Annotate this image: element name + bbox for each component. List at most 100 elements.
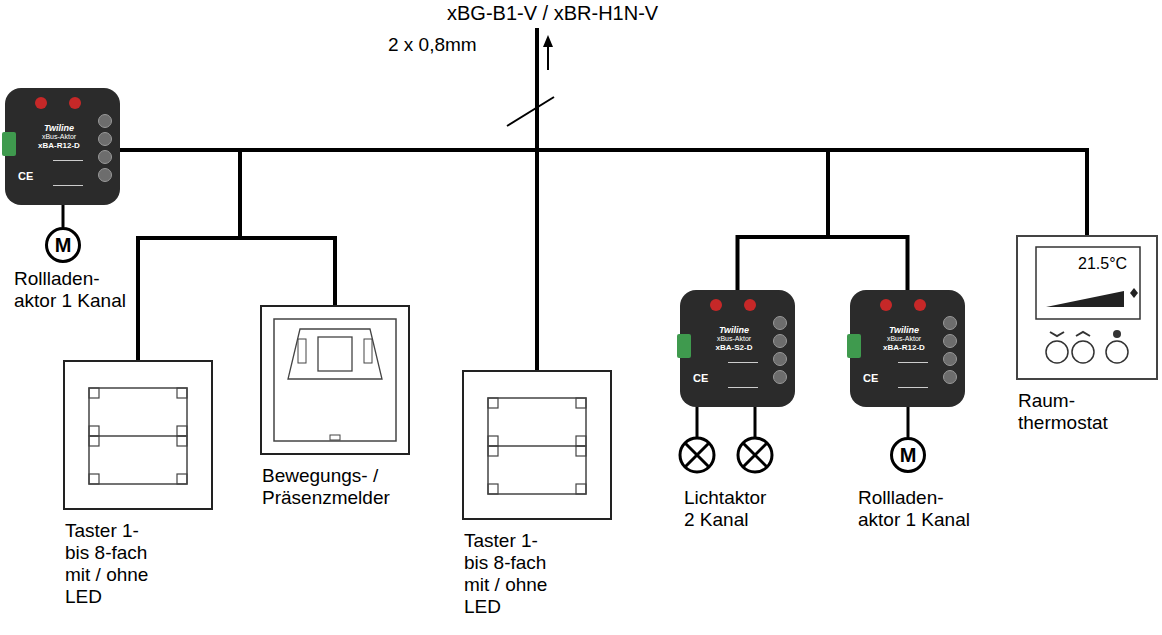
status-led-panel <box>53 160 83 186</box>
motor-symbol: M <box>890 437 926 473</box>
led-window <box>576 484 586 494</box>
led-window <box>177 436 187 446</box>
motor-cable <box>62 205 65 227</box>
module-label: TwilinexBus-AktorxBA-R12-D <box>21 123 97 151</box>
thermostat-button <box>1072 341 1094 363</box>
button-rocker <box>488 398 586 494</box>
motor-symbol: M <box>45 227 81 263</box>
bus-wire <box>120 150 240 360</box>
rotary-switch <box>744 299 756 311</box>
thermostat-button <box>1106 341 1128 363</box>
temperature-reading: 21.5°C <box>1078 255 1127 273</box>
screw-terminal <box>773 352 787 366</box>
detector-window <box>298 339 306 363</box>
push-button: Taster 1- bis 8-fach mit / ohne LED <box>462 370 612 520</box>
button-icon <box>1050 332 1064 336</box>
detector-lens <box>288 329 382 379</box>
screw-terminal-block <box>2 132 16 156</box>
bus-feed-line <box>535 28 539 152</box>
device-caption: Taster 1- bis 8-fach mit / ohne LED <box>464 530 564 618</box>
led-window <box>576 446 586 456</box>
button-rocker <box>89 388 187 484</box>
cable-spec: 2 x 0,8mm <box>388 34 477 56</box>
screw-terminal-block <box>677 334 691 358</box>
status-led-panel <box>898 362 928 388</box>
module-text: xBA-R12-D <box>21 141 97 150</box>
module-text: Twiline <box>866 325 942 335</box>
screw-terminal-block <box>847 334 861 358</box>
screw-terminal <box>773 316 787 330</box>
device-caption: Taster 1- bis 8-fach mit / ohne LED <box>65 520 165 608</box>
module-text: Twiline <box>696 325 772 335</box>
button-icon <box>1113 330 1121 338</box>
motor-letter: M <box>900 445 917 465</box>
screw-terminal <box>773 334 787 348</box>
screw-terminal <box>943 334 957 348</box>
screw-terminal <box>98 132 112 146</box>
rotary-switch <box>710 299 722 311</box>
led-window <box>177 426 187 436</box>
bus-wire <box>120 150 828 290</box>
bus-wire <box>120 150 335 305</box>
led-window <box>89 474 99 484</box>
led-window <box>89 426 99 436</box>
motor-cable <box>907 407 910 437</box>
led-window <box>488 446 498 456</box>
setpoint-marker <box>1130 288 1138 298</box>
module-label: TwilinexBus-AktorxBA-S2-D <box>696 325 772 353</box>
module-text: xBus-Aktor <box>866 335 942 343</box>
device-caption: Lichtaktor 2 Kanal <box>684 487 776 531</box>
screw-terminal <box>98 150 112 164</box>
button-icon <box>1076 332 1090 336</box>
led-window <box>488 436 498 446</box>
thermostat-display <box>1036 247 1140 319</box>
actuator-module: TwilinexBus-AktorxBA-R12-D <box>5 88 120 205</box>
thermostat-button <box>1046 341 1068 363</box>
ce-mark: CE <box>693 372 708 384</box>
rotary-switch <box>69 97 81 109</box>
module-text: xBA-S2-D <box>696 343 772 352</box>
screw-terminal <box>773 370 787 384</box>
led-window <box>576 436 586 446</box>
device-caption: Rollladen- aktor 1 Kanal <box>14 268 134 312</box>
bus-wire <box>120 150 537 370</box>
device-caption: Bewegungs- / Präsenzmelder <box>262 465 427 509</box>
detector-lens <box>318 337 352 371</box>
rocker-divider <box>488 445 586 447</box>
bus-wire <box>120 150 908 290</box>
rocker-divider <box>89 435 187 437</box>
direction-arrowhead <box>543 35 553 47</box>
bus-type-label: xBG-B1-V / xBR-H1N-V <box>447 2 658 25</box>
rotary-switch <box>914 299 926 311</box>
led-window <box>89 436 99 446</box>
room-thermostat: 21.5°CRaum- thermostat <box>1016 235 1158 380</box>
ce-mark: CE <box>863 372 878 384</box>
status-led-panel <box>728 362 758 388</box>
direction-arrow <box>547 44 549 70</box>
lamp-symbol <box>680 438 714 472</box>
led-window <box>488 484 498 494</box>
screw-terminal <box>98 114 112 128</box>
screw-terminal <box>943 352 957 366</box>
rotary-switch <box>880 299 892 311</box>
wire-count-slash <box>507 97 554 126</box>
actuator-module: TwilinexBus-AktorxBA-R12-D <box>850 290 965 407</box>
screw-terminal <box>943 316 957 330</box>
module-text: xBus-Aktor <box>696 335 772 343</box>
push-button: Taster 1- bis 8-fach mit / ohne LED <box>63 360 213 510</box>
led-window <box>576 398 586 408</box>
module-text: xBus-Aktor <box>21 133 97 141</box>
actuator-module: TwilinexBus-AktorxBA-S2-D <box>680 290 795 407</box>
module-text: Twiline <box>21 123 97 133</box>
device-caption: Raum- thermostat <box>1018 390 1138 434</box>
led-window <box>177 388 187 398</box>
lamp-symbol <box>738 438 772 472</box>
led-window <box>488 398 498 408</box>
motion-detector: Bewegungs- / Präsenzmelder <box>260 305 410 455</box>
detector-window <box>364 339 372 363</box>
screw-terminal <box>98 168 112 182</box>
led-window <box>177 474 187 484</box>
